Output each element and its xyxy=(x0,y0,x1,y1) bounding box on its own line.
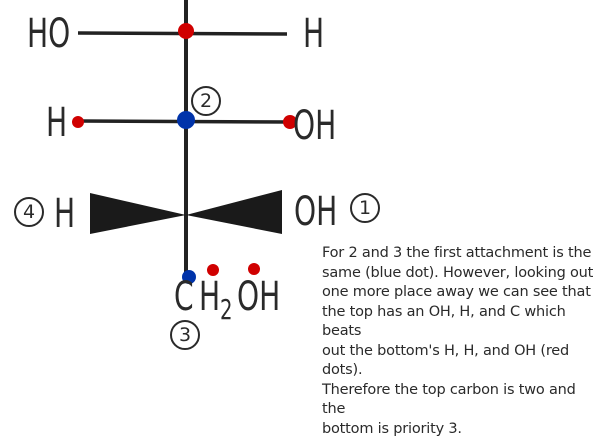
explanation-line: one more place away we can see that xyxy=(322,283,598,303)
wedge-left xyxy=(90,193,186,234)
explanation-line: out the bottom's H, H, and OH (red dots)… xyxy=(322,342,598,381)
explanation-line: the top has an OH, H, and C which beats xyxy=(322,303,598,342)
stereo-left-label: H xyxy=(54,194,75,234)
explanation-text: For 2 and 3 the first attachment is the … xyxy=(322,244,598,439)
red-dot-top-carbon xyxy=(178,23,194,39)
priority-1-badge: 1 xyxy=(350,193,380,223)
row2-right-label: OH xyxy=(293,106,336,146)
priority-4-badge: 4 xyxy=(14,197,44,227)
stereo-right-label: OH xyxy=(294,192,337,232)
row2-left-label: H xyxy=(46,103,67,143)
row1-right-label: H xyxy=(303,14,324,54)
explanation-line: Therefore the top carbon is two and the xyxy=(322,381,598,420)
ch2oh-subscript: 2 xyxy=(220,296,233,324)
explanation-line: same (blue dot). However, looking out xyxy=(322,264,598,284)
red-dot-row2-h xyxy=(72,116,84,128)
blue-dot-carbon-2 xyxy=(177,111,195,129)
row1-left-label: HO xyxy=(27,14,70,54)
ch2oh-h: H xyxy=(199,277,220,317)
priority-2-badge: 2 xyxy=(191,86,221,116)
ch2oh-c: C xyxy=(174,277,194,317)
explanation-line: For 2 and 3 the first attachment is the xyxy=(322,244,598,264)
wedge-right xyxy=(186,190,282,234)
priority-3-badge: 3 xyxy=(170,320,200,350)
ch2oh-oh: OH xyxy=(237,277,280,317)
explanation-line: bottom is priority 3. xyxy=(322,420,598,439)
